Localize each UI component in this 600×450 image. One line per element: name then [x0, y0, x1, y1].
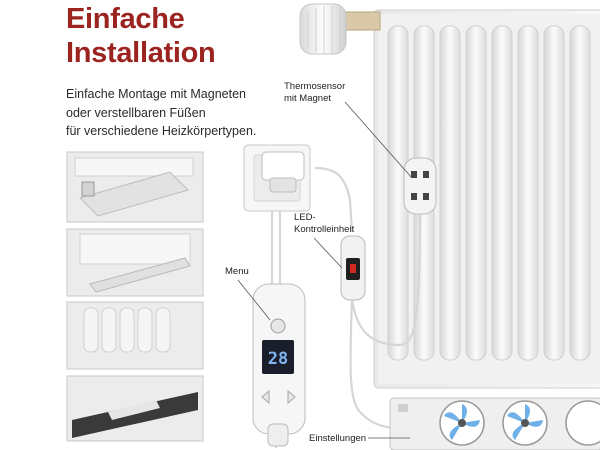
- callout-thermosensor-line-1: Thermosensor: [284, 81, 346, 92]
- installation-thumbnails: [66, 151, 204, 442]
- callout-thermosensor-line-2: mit Magnet: [284, 92, 331, 104]
- fan-icon: [439, 400, 485, 446]
- fan-unit: [389, 397, 600, 450]
- thumbnail-magnet-mount: [66, 151, 204, 223]
- callout-led-line-2: Kontrolleinheit: [294, 223, 355, 235]
- arrow-right-icon: [287, 389, 296, 405]
- callout-led-line-1: LED-: [294, 212, 316, 223]
- led-indicator-icon: [350, 264, 356, 273]
- led-control-unit: [340, 235, 366, 301]
- thumbnail-feet-mount: [66, 228, 204, 297]
- fan-icon: [502, 400, 548, 446]
- remote-control: [252, 283, 306, 447]
- description-line-3: für verschiedene Heizkörpertypen.: [66, 124, 257, 138]
- thumbnail-floor-convector: [66, 375, 204, 442]
- thumbnail-column-radiator: [66, 301, 204, 370]
- callout-einstellungen: Einstellungen: [309, 433, 367, 444]
- heading-line-1: Einfache: [66, 3, 185, 35]
- display-value: 28: [268, 349, 288, 369]
- description-line-2: oder verstellbaren Füßen: [66, 105, 206, 120]
- heading-line-2: Installation: [66, 37, 216, 69]
- radiator-fins: [387, 25, 591, 361]
- callout-lines: [237, 101, 413, 439]
- thermosensor: [403, 157, 437, 215]
- description: Einfache Montage mit Magneten oder verst…: [66, 85, 286, 141]
- arrow-left-icon: [261, 389, 270, 405]
- callout-led-control: LED- Kontrolleinheit: [294, 212, 354, 235]
- display-screen: [262, 340, 294, 374]
- menu-button-icon: [270, 318, 286, 334]
- description-line-1: Einfache Montage mit Magneten: [66, 87, 246, 101]
- thermostat-valve: [299, 3, 381, 55]
- wall-socket: [243, 144, 311, 212]
- callout-thermosensor: Thermosensor mit Magnet: [284, 81, 345, 104]
- callout-menu: Menu: [225, 266, 249, 277]
